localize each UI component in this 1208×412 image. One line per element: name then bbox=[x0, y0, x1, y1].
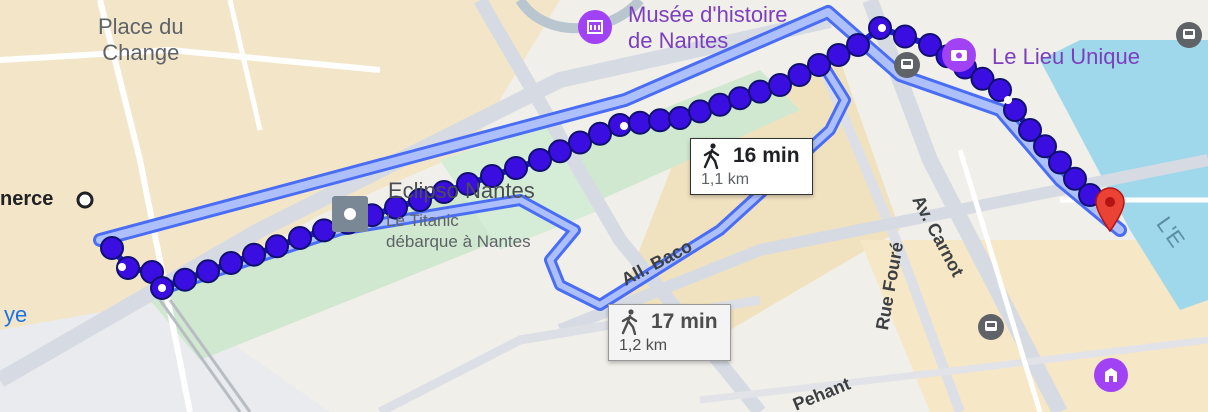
eclipso-label[interactable]: Eclipso Nantes bbox=[388, 178, 535, 203]
route-dot bbox=[528, 148, 552, 172]
route-dot bbox=[100, 236, 124, 260]
route-dot bbox=[708, 92, 732, 117]
route-dot bbox=[173, 267, 197, 292]
alt-route-south-fill bbox=[157, 57, 848, 308]
street bbox=[97, 0, 193, 412]
route-dot bbox=[548, 139, 572, 164]
place-du-change-label: Place du Change bbox=[98, 14, 184, 65]
route-dot bbox=[432, 180, 456, 204]
route-dot bbox=[504, 156, 528, 180]
route-time: 16 min bbox=[733, 144, 800, 167]
route-dot bbox=[628, 110, 652, 135]
street bbox=[957, 149, 1043, 412]
route-dot bbox=[893, 24, 917, 49]
walking-icon bbox=[703, 143, 720, 169]
route-distance: 1,2 km bbox=[619, 337, 668, 354]
road bbox=[557, 154, 1208, 336]
route-dot bbox=[768, 73, 792, 97]
bus-stop-icon[interactable] bbox=[894, 52, 920, 78]
theatre-icon[interactable] bbox=[942, 38, 976, 72]
route-dot bbox=[970, 66, 995, 91]
route-dot bbox=[1048, 150, 1072, 175]
route-dot bbox=[787, 63, 812, 87]
route-dot bbox=[688, 99, 712, 124]
museum-label[interactable]: Musée d'histoire de Nantes bbox=[628, 2, 788, 53]
road bbox=[815, 58, 965, 412]
route-dot bbox=[408, 188, 432, 212]
road bbox=[699, 336, 1208, 404]
route-dot bbox=[568, 130, 592, 155]
walking-icon bbox=[621, 309, 638, 335]
museum-icon[interactable] bbox=[578, 10, 612, 44]
route-distance: 1,1 km bbox=[701, 171, 750, 188]
route-waypoint bbox=[878, 24, 886, 32]
route-dot bbox=[748, 79, 772, 104]
bus-stop-icon[interactable] bbox=[1176, 22, 1202, 48]
rail-line bbox=[168, 299, 252, 412]
urban-block bbox=[0, 0, 560, 330]
route-dot bbox=[1018, 118, 1042, 142]
route-dot bbox=[1033, 134, 1057, 159]
poi-marker-icon[interactable] bbox=[332, 196, 368, 232]
route-waypoint bbox=[1004, 96, 1012, 104]
edge-place-label: ye bbox=[4, 302, 28, 327]
route-waypoint bbox=[620, 122, 628, 130]
street bbox=[0, 46, 381, 73]
route-dot bbox=[242, 242, 266, 267]
route-callout-alt[interactable]: 17 min 1,2 km bbox=[608, 304, 731, 361]
route-dot bbox=[588, 121, 612, 146]
route-dot bbox=[918, 33, 942, 57]
rail-line bbox=[158, 299, 242, 412]
route-dot bbox=[988, 78, 1012, 102]
route-time: 17 min bbox=[651, 310, 718, 333]
monument-icon[interactable] bbox=[1094, 358, 1128, 392]
park-area bbox=[150, 70, 800, 360]
route-callout-selected[interactable]: 16 min 1,1 km bbox=[690, 138, 813, 195]
route-dot bbox=[265, 234, 289, 259]
route-dot bbox=[480, 164, 504, 188]
route-waypoint bbox=[118, 263, 126, 271]
route-dot bbox=[826, 43, 851, 67]
route-dot bbox=[456, 172, 480, 196]
street bbox=[227, 0, 263, 131]
route-dot bbox=[1063, 166, 1087, 191]
route-dot bbox=[668, 106, 692, 130]
route-dot bbox=[648, 108, 672, 133]
lieu-unique-label[interactable]: Le Lieu Unique bbox=[992, 44, 1141, 69]
commerce-stop-label[interactable]: nerce bbox=[0, 188, 54, 210]
route-dot bbox=[219, 251, 243, 275]
route-dot bbox=[384, 195, 408, 220]
transit-stop-icon[interactable] bbox=[76, 191, 94, 209]
destination-pin-icon[interactable] bbox=[1094, 186, 1126, 233]
route-dot bbox=[1003, 98, 1027, 122]
bus-stop-icon[interactable] bbox=[978, 314, 1004, 340]
route-dot bbox=[288, 226, 312, 250]
route-dot bbox=[846, 33, 870, 57]
route-dot bbox=[116, 256, 140, 280]
titanic-label[interactable]: Le Titanic débarque à Nantes bbox=[386, 211, 531, 251]
route-dot bbox=[196, 259, 220, 284]
route-dot bbox=[807, 53, 831, 77]
route-waypoint bbox=[158, 284, 166, 292]
route-dot bbox=[728, 86, 752, 111]
